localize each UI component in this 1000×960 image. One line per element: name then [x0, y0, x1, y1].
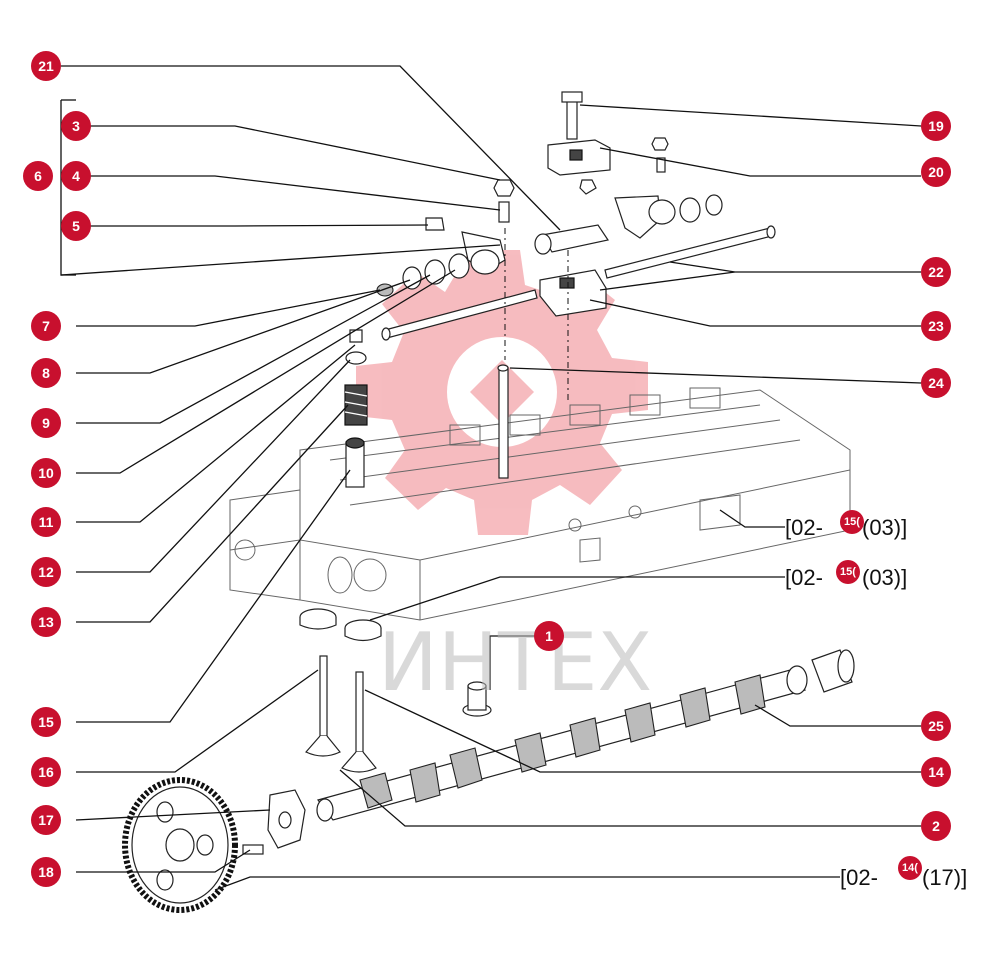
svg-text:18: 18: [38, 864, 54, 880]
svg-text:(03)]: (03)]: [862, 515, 907, 540]
callout-25[interactable]: 25: [921, 711, 951, 741]
callout-4[interactable]: 4: [61, 161, 91, 191]
svg-text:23: 23: [928, 318, 944, 334]
camshaft: [316, 665, 808, 822]
svg-text:[02-: [02-: [785, 515, 823, 540]
svg-text:21: 21: [38, 58, 54, 74]
callout-16[interactable]: 16: [31, 757, 61, 787]
callout-12[interactable]: 12: [31, 557, 61, 587]
rocker-shaft-right: [604, 225, 776, 279]
leader-lines: [60, 65, 922, 891]
callout-1[interactable]: 1: [534, 621, 564, 651]
svg-text:7: 7: [42, 318, 50, 334]
reference-1[interactable]: [02- 15( (03)]: [785, 510, 907, 540]
svg-text:25: 25: [928, 718, 944, 734]
callout-20[interactable]: 20: [921, 157, 951, 187]
svg-text:12: 12: [38, 564, 54, 580]
cam-gear: [122, 777, 238, 913]
rocker-shaft-left: [381, 289, 538, 341]
svg-text:[02-: [02-: [840, 865, 878, 890]
svg-text:[02-: [02-: [785, 565, 823, 590]
callout-22[interactable]: 22: [921, 257, 951, 287]
svg-text:2: 2: [932, 818, 940, 834]
top-bracket: [547, 91, 669, 195]
svg-text:1: 1: [545, 628, 553, 644]
valve-spring-set: [344, 329, 368, 488]
callout-11[interactable]: 11: [31, 507, 61, 537]
svg-text:24: 24: [928, 375, 944, 391]
rocker-arm-right: [614, 194, 723, 239]
svg-text:15(: 15(: [844, 516, 860, 528]
cylinder-head: [229, 387, 851, 621]
svg-text:16: 16: [38, 764, 54, 780]
callout-3[interactable]: 3: [61, 111, 91, 141]
svg-text:22: 22: [928, 264, 944, 280]
svg-text:17: 17: [38, 812, 54, 828]
callout-5[interactable]: 5: [61, 211, 91, 241]
callout-15[interactable]: 15: [31, 707, 61, 737]
svg-text:(17)]: (17)]: [922, 865, 967, 890]
callout-23[interactable]: 23: [921, 311, 951, 341]
callout-9[interactable]: 9: [31, 408, 61, 438]
svg-text:20: 20: [928, 164, 944, 180]
rocker-arm-left: [376, 231, 506, 297]
callout-2[interactable]: 2: [921, 811, 951, 841]
thrust-plate: [242, 789, 306, 855]
svg-text:15: 15: [38, 714, 54, 730]
svg-text:3: 3: [72, 118, 80, 134]
callout-24[interactable]: 24: [921, 368, 951, 398]
cam-bushing: [811, 649, 855, 693]
callout-6[interactable]: 6: [23, 161, 53, 191]
callout-10[interactable]: 10: [31, 458, 61, 488]
svg-text:10: 10: [38, 465, 54, 481]
callout-19[interactable]: 19: [921, 111, 951, 141]
svg-text:8: 8: [42, 365, 50, 381]
callout-18[interactable]: 18: [31, 857, 61, 887]
rocker-bracket: [534, 224, 609, 317]
tappets: [299, 608, 382, 642]
svg-text:6: 6: [34, 168, 42, 184]
svg-text:9: 9: [42, 415, 50, 431]
callout-13[interactable]: 13: [31, 607, 61, 637]
svg-text:14(: 14(: [902, 862, 918, 874]
adjust-nut: [425, 179, 515, 231]
callout-21[interactable]: 21: [31, 51, 61, 81]
svg-text:(03)]: (03)]: [862, 565, 907, 590]
svg-text:4: 4: [72, 168, 80, 184]
reference-3[interactable]: [02- 14( (17)]: [840, 856, 967, 890]
svg-text:15(: 15(: [840, 566, 856, 578]
svg-text:5: 5: [72, 218, 80, 234]
svg-text:13: 13: [38, 614, 54, 630]
callout-8[interactable]: 8: [31, 358, 61, 388]
svg-text:19: 19: [928, 118, 944, 134]
callout-14[interactable]: 14: [921, 757, 951, 787]
svg-text:11: 11: [39, 514, 54, 530]
reference-2[interactable]: [02- 15( (03)]: [785, 560, 907, 590]
valve-intake: [305, 655, 341, 757]
watermark-text: ИНТЕХ: [378, 616, 652, 709]
tappet-single: [462, 681, 492, 717]
pushrod: [497, 364, 509, 479]
callout-7[interactable]: 7: [31, 311, 61, 341]
svg-text:14: 14: [928, 764, 944, 780]
valve-exhaust: [341, 671, 377, 773]
callout-17[interactable]: 17: [31, 805, 61, 835]
